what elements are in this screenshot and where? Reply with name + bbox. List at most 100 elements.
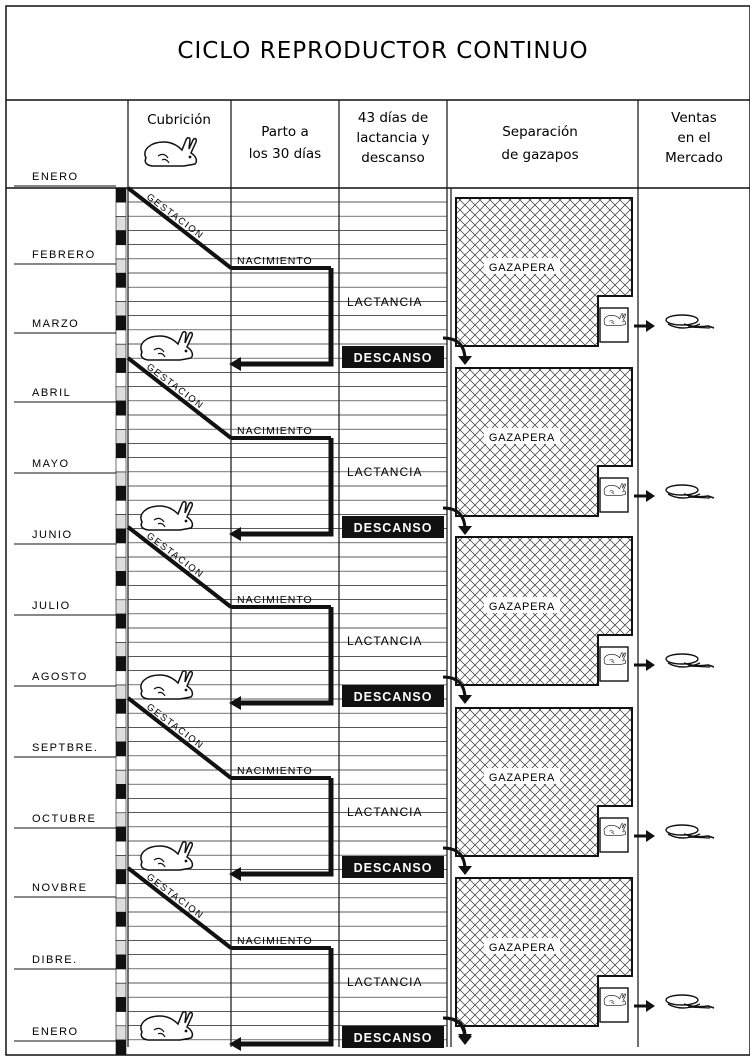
week-marker <box>116 586 126 600</box>
birth-label: NACIMIENTO <box>237 594 313 606</box>
week-marker <box>116 188 126 202</box>
cycles: GESTACION NACIMIENTO LACTANCIA DESCANSO GAZA… <box>128 188 714 1051</box>
gestation-line <box>128 527 231 607</box>
rabbit-meat-icon <box>666 654 714 667</box>
curve-arrow-head <box>458 356 472 365</box>
lactation-label: LACTANCIA <box>347 634 422 648</box>
rest-label: DESCANSO <box>354 690 433 704</box>
week-marker <box>116 657 126 671</box>
return-path <box>239 607 331 703</box>
week-marker <box>116 784 126 798</box>
week-marker <box>116 245 126 259</box>
rabbit-icon <box>141 502 192 530</box>
week-marker <box>116 799 126 813</box>
header-lactancia-line2: lactancia y <box>356 130 429 146</box>
cycle: GESTACIONNACIMIENTOLACTANCIADESCANSOGAZA… <box>128 698 714 881</box>
month-label: JULIO <box>32 600 71 612</box>
month-label: OCTUBRE <box>32 813 96 825</box>
month-label: NOVBRE <box>32 882 87 894</box>
week-marker <box>116 231 126 245</box>
month-label: ENERO <box>32 1026 79 1038</box>
header-lactancia-line3: descanso <box>361 150 424 166</box>
week-marker <box>116 486 126 500</box>
arrow-right-head <box>646 659 655 671</box>
month-label: ENERO <box>32 171 79 183</box>
curve-arrow-head <box>458 866 472 875</box>
month-labels: ENEROFEBREROMARZOABRILMAYOJUNIOJULIOAGOS… <box>14 171 116 1041</box>
cycle: GESTACION NACIMIENTO LACTANCIA DESCANSO GAZA… <box>128 527 714 710</box>
rabbit-meat-icon <box>666 315 714 328</box>
rabbit-meat-icon <box>666 485 714 498</box>
week-marker <box>116 969 126 983</box>
gestation-label: GESTACION <box>144 702 206 752</box>
lactation-label: LACTANCIA <box>347 465 422 479</box>
rest-label: DESCANSO <box>354 1031 433 1045</box>
rabbit-meat-icon <box>666 995 714 1008</box>
week-marker <box>116 756 126 770</box>
rabbit-icon <box>141 671 192 699</box>
week-marker <box>116 770 126 784</box>
week-marker <box>116 571 126 585</box>
rest-label: DESCANSO <box>354 521 433 535</box>
week-marker <box>116 316 126 330</box>
gazapera-label: GAZAPERA <box>489 772 555 784</box>
rest-label: DESCANSO <box>354 351 433 365</box>
birth-label: NACIMIENTO <box>237 935 313 947</box>
week-marker <box>116 628 126 642</box>
week-marker <box>116 699 126 713</box>
week-marker <box>116 401 126 415</box>
week-marker <box>116 870 126 884</box>
week-marker <box>116 742 126 756</box>
week-marker <box>116 358 126 372</box>
week-marker <box>116 458 126 472</box>
week-marker <box>116 713 126 727</box>
header-separacion-line1: Separación <box>502 124 578 140</box>
page-title: CICLO REPRODUCTOR CONTINUO <box>177 38 588 64</box>
header-lactancia-line1: 43 días de <box>358 110 428 126</box>
month-label: JUNIO <box>32 529 73 541</box>
week-marker <box>116 926 126 940</box>
arrow-right-head <box>646 490 655 502</box>
month-label: DIBRE. <box>32 954 78 966</box>
week-marker <box>116 1040 126 1054</box>
week-marker <box>116 216 126 230</box>
return-path <box>239 948 331 1044</box>
week-marker <box>116 429 126 443</box>
rabbit-icon <box>145 138 196 166</box>
week-marker <box>116 642 126 656</box>
week-marker <box>116 898 126 912</box>
month-label: MAYO <box>32 458 70 470</box>
arrow-right-head <box>646 1000 655 1012</box>
week-marker <box>116 287 126 301</box>
week-marker <box>116 685 126 699</box>
week-marker <box>116 671 126 685</box>
birth-label: NACIMIENTO <box>237 255 313 267</box>
week-marker <box>116 941 126 955</box>
rabbit-meat-icon <box>666 825 714 838</box>
birth-label: NACIMIENTO <box>237 765 313 777</box>
gestation-label: GESTACION <box>144 531 206 581</box>
week-marker <box>116 841 126 855</box>
week-marker <box>116 997 126 1011</box>
lactation-label: LACTANCIA <box>347 975 422 989</box>
gestation-line <box>128 868 231 948</box>
gestation-label: GESTACION <box>144 872 206 922</box>
gestation-line <box>128 358 231 438</box>
lactation-label: LACTANCIA <box>347 295 422 309</box>
gazapera-label: GAZAPERA <box>489 601 555 613</box>
gestation-label: GESTACION <box>144 192 206 242</box>
rabbit-icon <box>141 842 192 870</box>
cycle: GESTACIONNACIMIENTOLACTANCIADESCANSOGAZA… <box>128 868 714 1051</box>
week-marker <box>116 472 126 486</box>
week-marker <box>116 955 126 969</box>
cycle: GESTACIONNACIMIENTOLACTANCIADESCANSOGAZA… <box>128 188 714 371</box>
week-marker <box>116 373 126 387</box>
month-label: AGOSTO <box>32 671 88 683</box>
week-marker <box>116 330 126 344</box>
gestation-line <box>128 188 231 268</box>
week-marker <box>116 202 126 216</box>
curve-arrow-head <box>458 526 472 535</box>
month-label: MARZO <box>32 318 79 330</box>
week-marker <box>116 273 126 287</box>
